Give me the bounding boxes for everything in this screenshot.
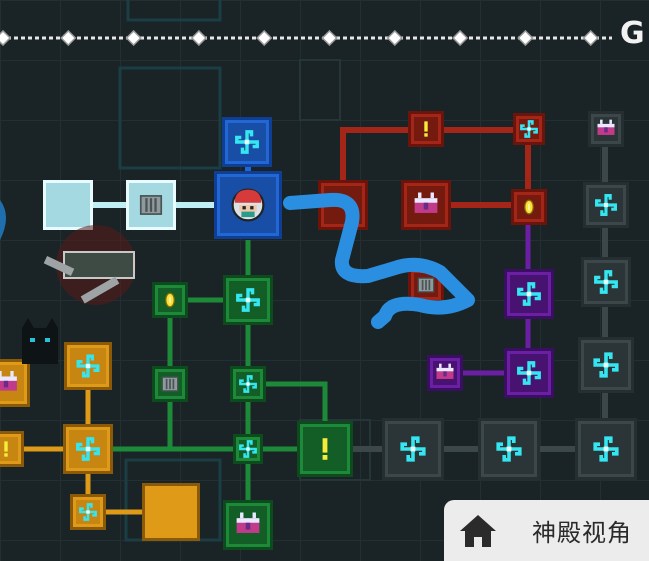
room-gray-portal-4[interactable] — [382, 418, 444, 480]
barrel-icon — [417, 277, 435, 293]
home-icon — [460, 514, 496, 547]
room-orange-portal-mid[interactable] — [63, 424, 113, 474]
diamond-marker-icon — [0, 29, 12, 47]
diamond-marker-icon — [125, 29, 142, 47]
portal-swirl-icon — [235, 130, 259, 154]
barrel-icon — [161, 376, 179, 392]
room-gray-portal-2[interactable] — [581, 257, 631, 307]
room-red-chest[interactable] — [401, 180, 451, 230]
room-player-current[interactable] — [214, 171, 282, 239]
room-barrel-light[interactable] — [126, 180, 176, 230]
treasure-chest-icon — [236, 512, 260, 533]
temple-view-label: 神殿视角 — [532, 519, 632, 547]
treasure-chest-icon — [414, 192, 438, 213]
room-gray-portal-3[interactable] — [578, 337, 634, 393]
diamond-marker-icon — [451, 29, 469, 47]
room-orange-empty[interactable] — [142, 483, 200, 541]
room-green-portal-mid[interactable] — [230, 366, 266, 402]
temple-view-button[interactable]: 神殿视角 — [444, 500, 649, 561]
room-green-chest[interactable] — [223, 500, 273, 550]
room-inner — [0, 437, 18, 461]
room-entry-light[interactable] — [43, 180, 93, 230]
room-purple-portal-upper[interactable] — [504, 269, 554, 319]
room-green-coin[interactable] — [152, 282, 188, 318]
portal-swirl-icon — [76, 437, 100, 461]
room-floor — [46, 183, 90, 227]
room-orange-chest-edge[interactable] — [0, 359, 30, 407]
room-floor — [145, 486, 197, 538]
black-cat-pet — [22, 318, 58, 364]
portal-swirl-icon — [239, 440, 257, 458]
room-green-portal-upper[interactable] — [223, 275, 273, 325]
diamond-marker-icon — [60, 29, 77, 47]
coin-icon — [524, 199, 534, 215]
portal-swirl-icon — [594, 270, 618, 294]
portal-swirl-icon — [76, 354, 100, 378]
room-red-portal[interactable] — [513, 113, 545, 145]
portal-swirl-icon — [593, 352, 619, 378]
room-orange-alert-edge[interactable] — [0, 431, 24, 467]
portal-swirl-icon — [593, 436, 619, 462]
room-green-portal-low[interactable] — [233, 434, 263, 464]
drawn-route-line — [283, 192, 475, 329]
room-red-coin[interactable] — [511, 189, 547, 225]
room-gray-portal-1[interactable] — [583, 182, 629, 228]
room-orange-portal-low[interactable] — [70, 494, 106, 530]
boss-weapon-icon — [63, 251, 135, 279]
characters-left — [0, 200, 136, 364]
exclamation-icon — [322, 438, 328, 460]
gun-icon — [43, 256, 75, 276]
portal-swirl-icon — [239, 375, 257, 393]
room-green-barrel[interactable] — [152, 366, 188, 402]
portal-swirl-icon — [520, 120, 538, 138]
corner-letter: G — [620, 16, 645, 51]
treasure-chest-icon — [0, 371, 17, 391]
room-purple-portal-lower[interactable] — [504, 348, 554, 398]
portal-swirl-icon — [236, 288, 260, 312]
diamond-marker-icon — [256, 29, 273, 47]
player-avatar-icon — [231, 188, 265, 222]
portal-swirl-icon — [517, 282, 541, 306]
diamond-marker-icon — [321, 29, 338, 47]
portal-swirl-icon — [496, 436, 522, 462]
room-gray-portal-6[interactable] — [575, 418, 637, 480]
room-red-alert[interactable] — [408, 111, 444, 147]
room-progress-track — [0, 29, 612, 47]
coin-icon — [165, 292, 175, 308]
diamond-marker-icon — [582, 29, 599, 47]
exclamation-icon — [424, 121, 428, 137]
exclamation-icon — [4, 441, 8, 457]
diamond-marker-icon — [386, 29, 403, 47]
edge-object — [0, 200, 6, 240]
barrel-icon — [139, 195, 163, 215]
room-portal-blue-top[interactable] — [222, 117, 272, 167]
diamond-marker-icon — [517, 29, 534, 47]
room-gray-portal-5[interactable] — [478, 418, 540, 480]
diamond-marker-icon — [190, 29, 208, 47]
portal-swirl-icon — [517, 361, 541, 385]
portal-swirl-icon — [79, 503, 97, 521]
portal-swirl-icon — [400, 436, 426, 462]
room-green-alert[interactable] — [297, 421, 353, 477]
room-purple-chest[interactable] — [427, 355, 463, 391]
treasure-chest-icon — [436, 363, 454, 379]
treasure-chest-icon — [597, 119, 615, 135]
room-orange-portal-top[interactable] — [64, 342, 112, 390]
sword-icon — [80, 276, 120, 304]
room-gray-chest-top[interactable] — [588, 111, 624, 147]
portal-swirl-icon — [595, 194, 617, 216]
